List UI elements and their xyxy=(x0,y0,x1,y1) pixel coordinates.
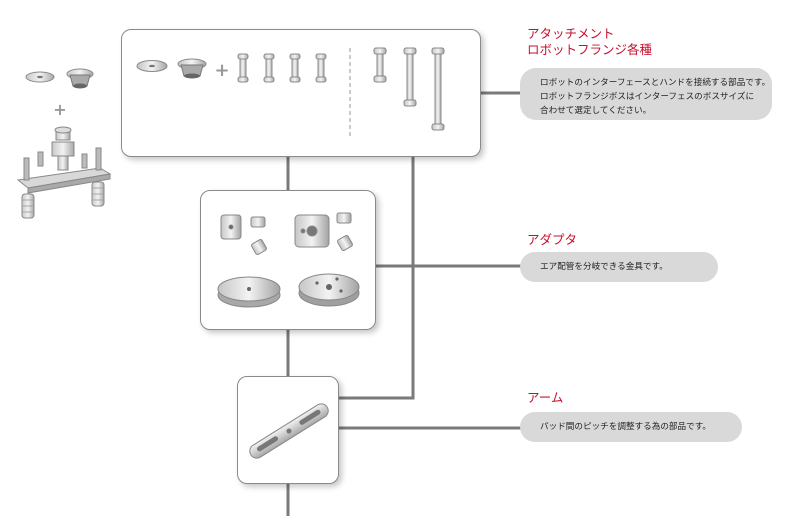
assembled-hand-icon xyxy=(16,126,112,219)
arm-parts xyxy=(249,403,329,459)
plus-symbol: + xyxy=(53,100,66,119)
flange-boss-icon xyxy=(66,68,94,89)
arm-bar-icon xyxy=(249,403,329,459)
branch-line xyxy=(339,157,415,400)
adapter-panel xyxy=(200,190,376,330)
arm-description: パッド間のピッチを調整する為の部品です。 xyxy=(520,412,742,442)
suction-pad-icon xyxy=(25,71,55,83)
arm-title: アーム xyxy=(527,390,564,405)
flange-boss-icon xyxy=(177,58,207,79)
adapter-block-icon xyxy=(220,214,330,248)
adapter-description: エア配管を分岐できる金具です。 xyxy=(520,252,718,282)
adapter-title: アダプタ xyxy=(527,232,578,247)
suction-pad-icon xyxy=(136,60,168,72)
attachment-title: アタッチメント ロボットフランジ各種 xyxy=(527,26,653,57)
long-post-icon xyxy=(373,47,445,131)
assembled-hand-illustration: + xyxy=(16,68,112,219)
attachment-parts: + xyxy=(136,47,445,138)
arm-panel xyxy=(237,376,339,484)
plus-symbol: + xyxy=(214,60,229,81)
spacer-post-icon xyxy=(237,53,327,83)
adapter-parts xyxy=(217,212,360,308)
attachment-panel: + xyxy=(121,29,481,157)
elbow-fitting-icon xyxy=(250,212,353,255)
mounting-plate-icon xyxy=(217,273,360,308)
attachment-description: ロボットのインターフェースとハンドを接続する部品です。 ロボットフランジボスはイ… xyxy=(520,68,772,120)
